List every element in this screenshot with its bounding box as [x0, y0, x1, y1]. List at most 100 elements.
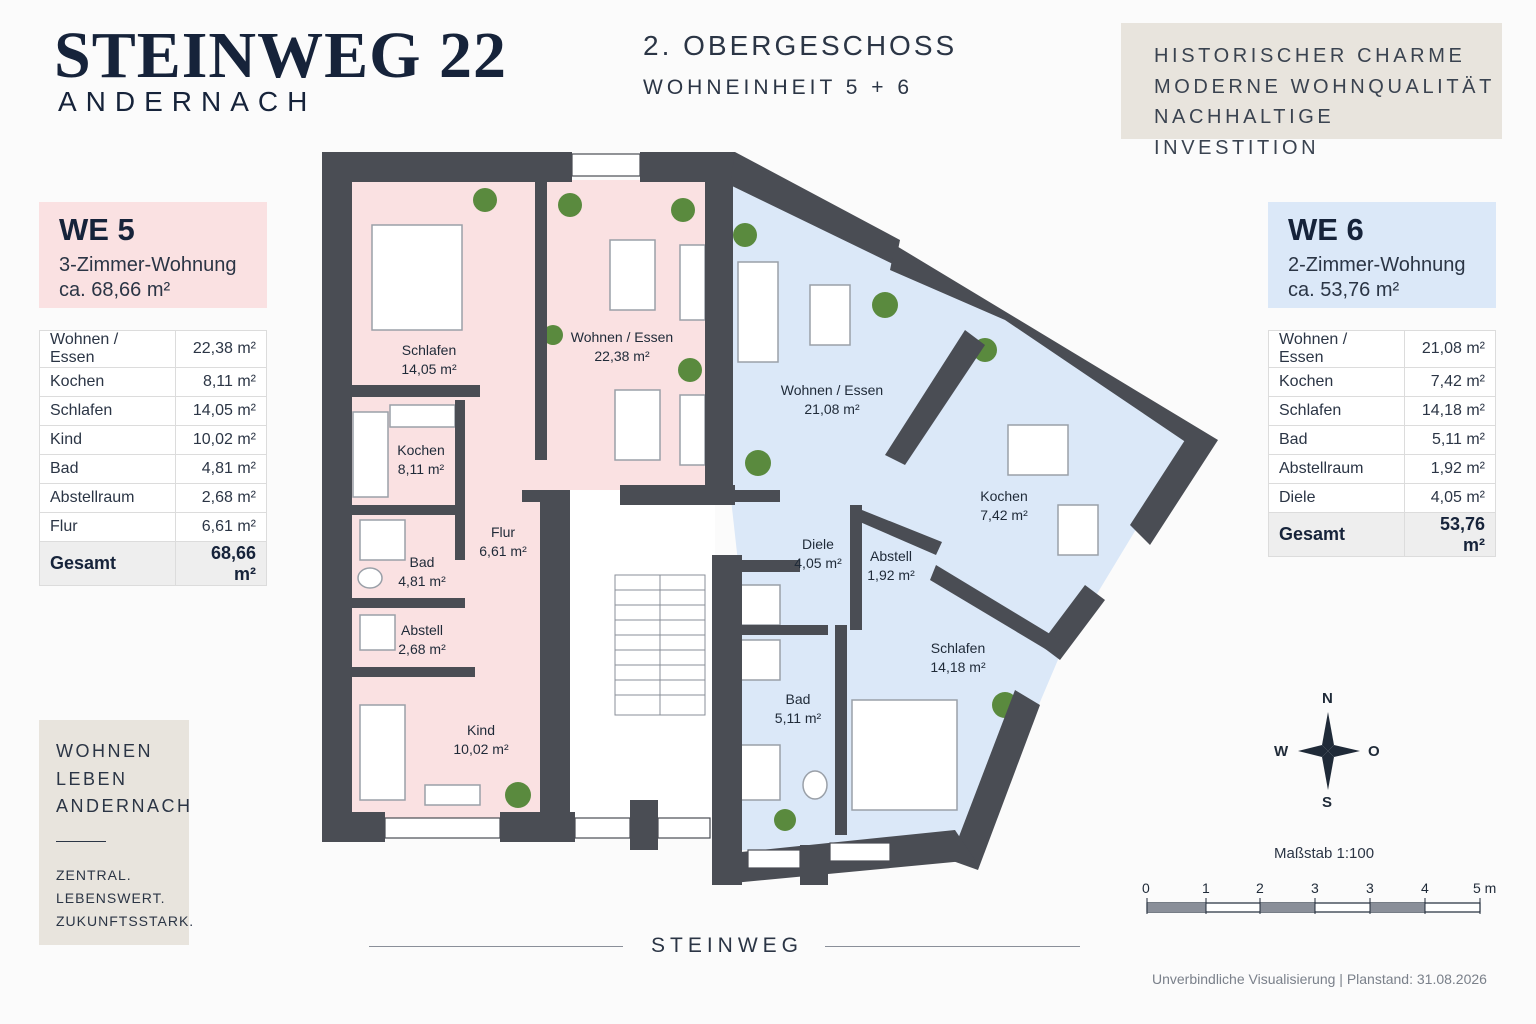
room-area-label: 5,11 m²: [775, 710, 822, 726]
plant-icon: [745, 450, 771, 476]
room-name: Schlafen: [1268, 396, 1405, 426]
slogan-line: ANDERNACH: [56, 796, 193, 816]
we5-header: WE 5 3-Zimmer-Wohnung ca. 68,66 m²: [39, 202, 267, 308]
room-area-label: 4,81 m²: [398, 573, 446, 589]
sofa: [679, 244, 706, 321]
scale-tick-label: 1: [1202, 880, 1210, 896]
room-area-label: 6,61 m²: [479, 543, 527, 559]
we6-name: WE 6: [1288, 212, 1364, 247]
shower: [359, 519, 406, 561]
slogan-line: LEBEN: [56, 768, 128, 789]
room-name: Diele: [1268, 483, 1405, 513]
room-label: Abstell: [870, 548, 912, 564]
staircase: [614, 574, 706, 716]
wall: [350, 505, 465, 515]
room-area-label: 7,42 m²: [980, 507, 1028, 523]
wall: [540, 490, 570, 840]
kitchen-island: [1057, 504, 1099, 556]
room-area-label: 22,38 m²: [594, 348, 650, 364]
plant-icon: [505, 782, 531, 808]
compass-north: N: [1322, 690, 1333, 707]
wall: [1130, 440, 1218, 545]
wall: [890, 245, 1218, 445]
walls: [322, 152, 1218, 885]
room-area: 5,11 m²: [1403, 425, 1497, 455]
wall: [630, 800, 658, 850]
sofa: [737, 261, 779, 363]
bed: [851, 699, 958, 811]
dining-table: [609, 239, 656, 311]
wall: [860, 510, 942, 555]
wall: [850, 505, 862, 630]
coffee-table: [809, 284, 851, 346]
tagline: HISTORISCHER CHARME: [1154, 45, 1466, 67]
wall: [885, 330, 985, 465]
scale-title: Maßstab 1:100: [1274, 845, 1375, 862]
wall: [950, 690, 1040, 870]
wall: [640, 152, 735, 182]
plant-icon: [558, 193, 582, 217]
staircase-area: [545, 490, 715, 820]
plant-icon: [678, 358, 702, 382]
we6-header: WE 6 2-Zimmer-Wohnung ca. 53,76 m²: [1268, 202, 1496, 308]
room-area: 14,18 m²: [1403, 396, 1497, 426]
room-label: Flur: [491, 524, 515, 540]
room-area: 6,61 m²: [174, 512, 268, 542]
wall: [705, 180, 733, 490]
slogan-subline: LEBENSWERT.: [56, 889, 166, 906]
room-label: Kochen: [397, 442, 444, 458]
total-value: 68,66 m²: [174, 541, 268, 586]
wall: [322, 152, 572, 182]
wall: [930, 565, 1060, 653]
wall: [740, 625, 828, 635]
wall: [350, 385, 480, 397]
dining-table: [614, 389, 661, 461]
window: [657, 817, 711, 839]
plant-icon: [543, 325, 563, 345]
room-name: Schlafen: [39, 396, 176, 426]
window: [747, 849, 801, 869]
room-area: 8,11 m²: [174, 367, 268, 397]
wall: [455, 400, 465, 560]
room-label: Wohnen / Essen: [781, 382, 883, 398]
plant-icon: [872, 292, 898, 318]
room-area: 4,81 m²: [174, 454, 268, 484]
room-area: 14,05 m²: [174, 396, 268, 426]
wall: [322, 152, 352, 842]
room-label: Schlafen: [402, 342, 456, 358]
we6-furniture: [737, 261, 1099, 811]
scale-tick-label: 0: [1142, 880, 1150, 896]
room-area-label: 14,05 m²: [401, 361, 457, 377]
plant-icon: [733, 223, 757, 247]
room-name: Abstellraum: [39, 483, 176, 513]
wall: [322, 812, 385, 842]
wall: [730, 490, 780, 502]
bathtub: [739, 744, 781, 801]
room-area-label: 1,92 m²: [867, 567, 915, 583]
bed: [359, 704, 406, 801]
room-area-label: 14,18 m²: [930, 659, 986, 675]
slogan-line: WOHNEN: [56, 741, 153, 761]
window: [384, 817, 501, 839]
slogan-subline: ZUKUNFTSSTARK.: [56, 912, 195, 929]
shower: [739, 584, 781, 626]
divider: [56, 840, 106, 842]
room-area: 10,02 m²: [174, 425, 268, 455]
we5-name: WE 5: [59, 212, 135, 247]
room-labels: Schlafen 14,05 m² Wohnen / Essen 22,38 m…: [397, 329, 1028, 757]
scale-tick-label: 4: [1421, 880, 1429, 896]
we5-area: ca. 68,66 m²: [59, 279, 171, 301]
room-label: Kochen: [980, 488, 1027, 504]
tagline-box: HISTORISCHER CHARME MODERNE WOHNQUALITÄT…: [1121, 23, 1502, 159]
room-name: Abstellraum: [1268, 454, 1405, 484]
plant-icon: [671, 198, 695, 222]
room-area: 2,68 m²: [174, 483, 268, 513]
we5-furniture: [352, 224, 706, 806]
room-area-label: 2,68 m²: [398, 641, 446, 657]
